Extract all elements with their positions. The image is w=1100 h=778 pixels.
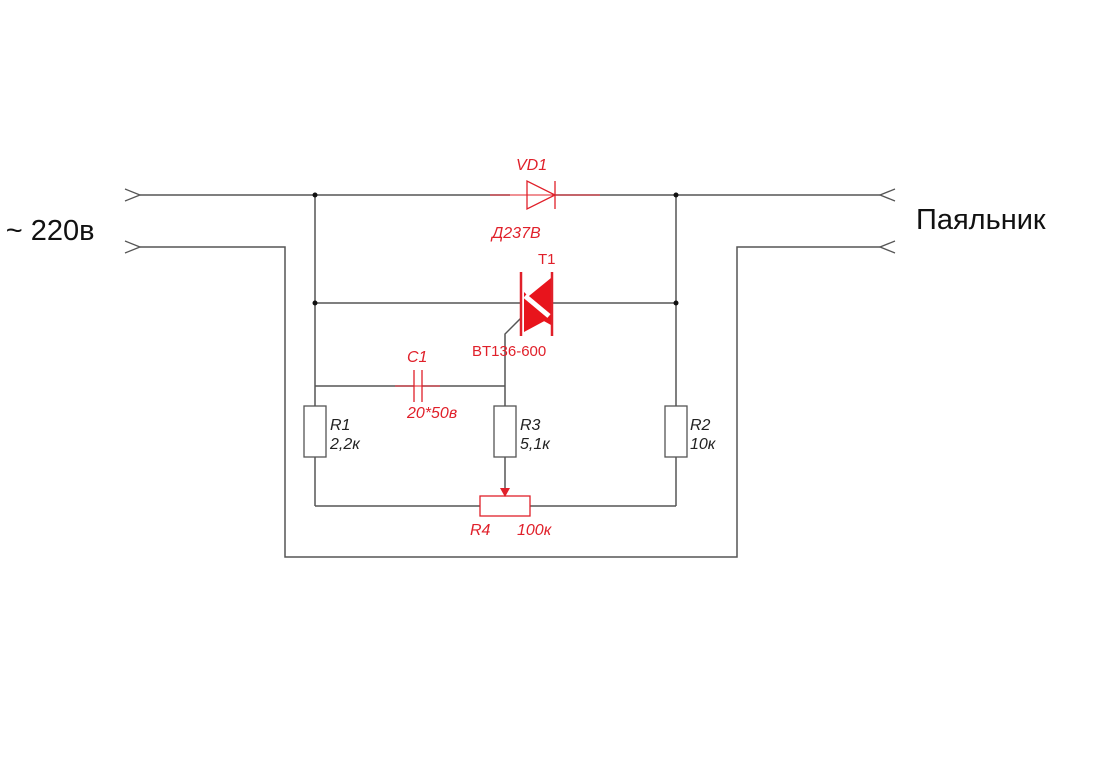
potentiometer-r4 (479, 488, 531, 517)
r1-ref: R1 (330, 417, 350, 434)
capacitor-c1 (395, 370, 440, 402)
r1-value: 2,2к (329, 436, 361, 453)
vd1-value: Д237В (490, 225, 541, 242)
resistor-r3 (493, 405, 517, 458)
junction-dots (312, 192, 679, 306)
diode-vd1 (490, 179, 600, 211)
triac-t1 (519, 272, 554, 336)
t1-ref: T1 (538, 251, 556, 268)
r4-value: 100к (517, 522, 553, 539)
resistor-r2 (664, 405, 688, 458)
connector-arrows (124, 188, 896, 254)
r2-value: 10к (690, 436, 717, 453)
t1-value: BT136-600 (472, 343, 546, 360)
resistor-r1 (303, 405, 327, 458)
r3-value: 5,1к (520, 436, 551, 453)
r2-ref: R2 (690, 417, 711, 434)
c1-ref: C1 (407, 349, 427, 366)
output-terminal-label: Паяльник (916, 204, 1046, 236)
r3-ref: R3 (520, 417, 541, 434)
vd1-ref: VD1 (516, 157, 547, 174)
input-terminal-label: - ~ 220в (0, 215, 95, 247)
c1-value: 20*50в (406, 405, 457, 422)
r4-ref: R4 (470, 522, 491, 539)
